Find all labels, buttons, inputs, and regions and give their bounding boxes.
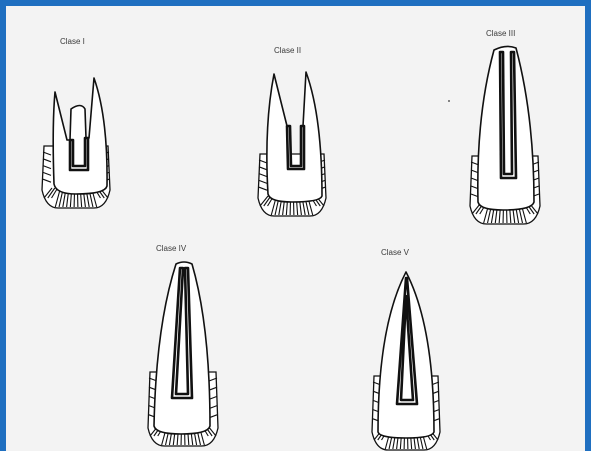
tooth-outline — [53, 78, 107, 194]
tooth-clase-2: Clase II — [258, 46, 326, 216]
tooth-outline — [267, 72, 322, 202]
tooth-clase-1: Clase I — [42, 37, 110, 208]
tooth-clase-3: Clase III — [470, 29, 540, 224]
tooth-label-clase-3: Clase III — [486, 29, 515, 38]
tooth-label-clase-5: Clase V — [381, 248, 410, 257]
tooth-label-clase-2: Clase II — [274, 46, 301, 55]
tooth-label-clase-4: Clase IV — [156, 244, 187, 253]
speck-dot — [448, 100, 450, 102]
tooth-label-clase-1: Clase I — [60, 37, 85, 46]
tooth-outline — [478, 46, 534, 210]
tooth-clase-5: Clase V — [372, 248, 440, 450]
tooth-classification-diagram: Clase I Clase II Clase III Clase IV — [6, 6, 591, 457]
tooth-clase-4: Clase IV — [148, 244, 218, 446]
